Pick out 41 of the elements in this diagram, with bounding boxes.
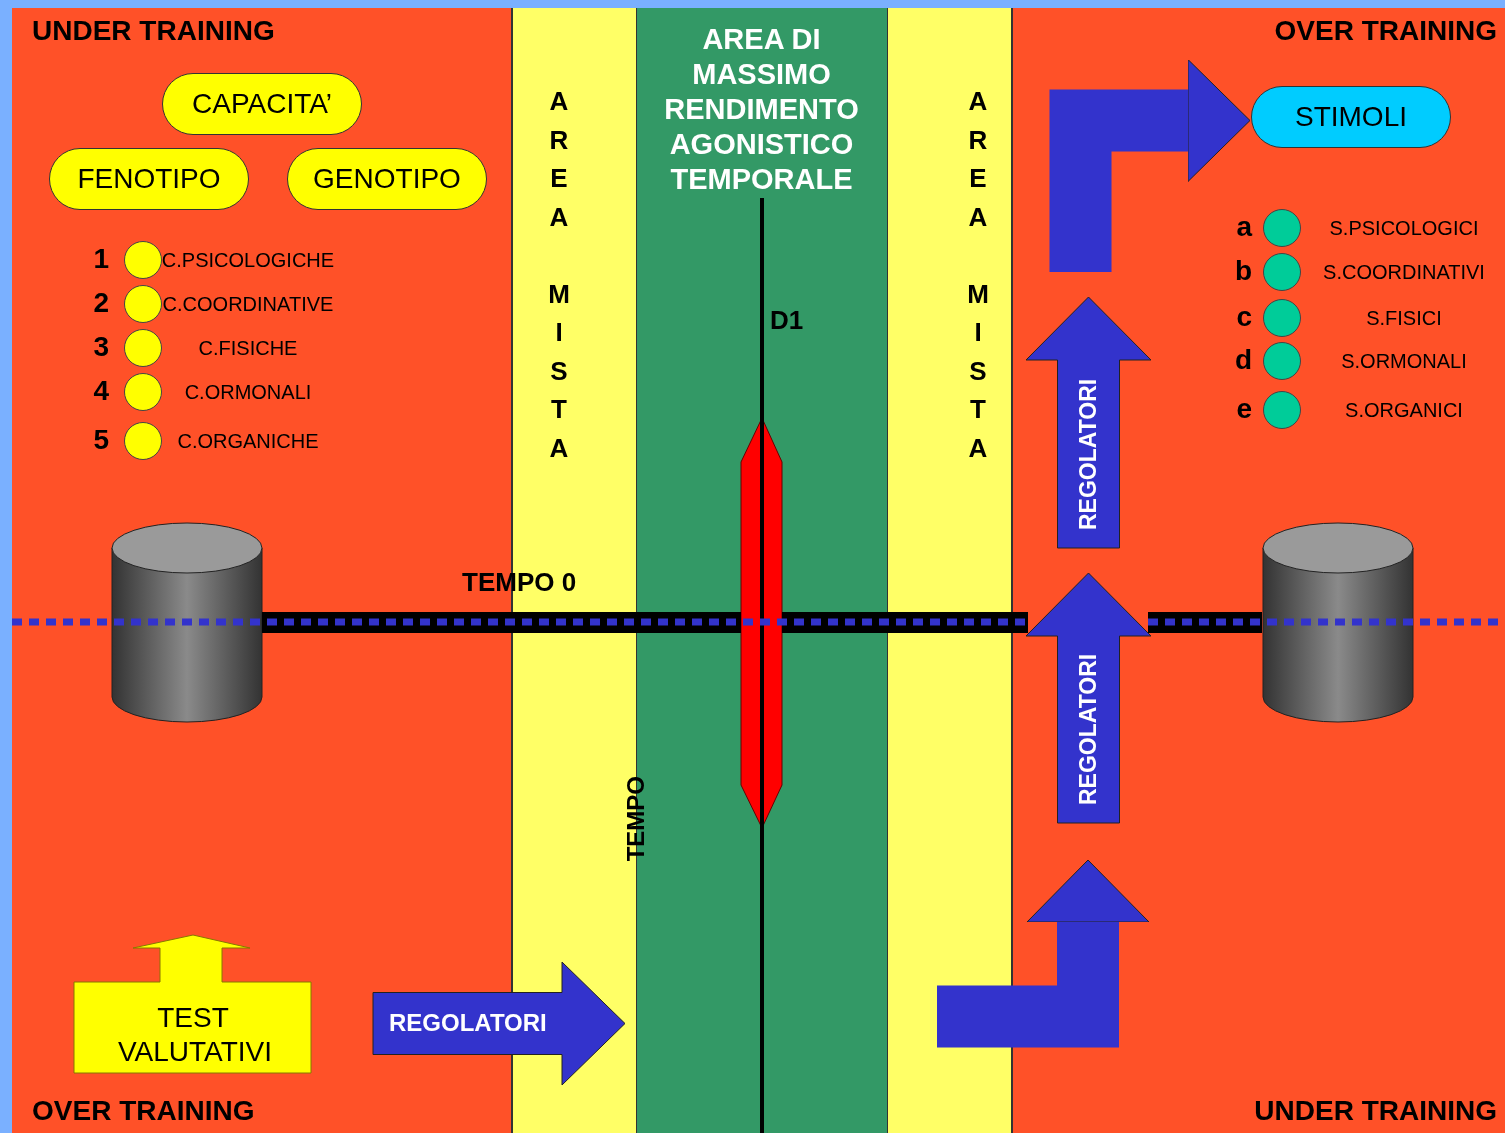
list-marker: 5 [93, 424, 109, 456]
vertical-zone-label: AREA MISTA [962, 86, 993, 471]
zone-title: AREA DI MASSIMO RENDIMENTO AGONISTICO TEMPORALE [663, 22, 860, 197]
list-marker: 2 [93, 287, 109, 319]
zone-heading: UNDER TRAINING [32, 15, 275, 47]
zone-band [887, 8, 1012, 1133]
diagram-label: D1 [770, 305, 804, 336]
list-item-label: S.ORMONALI [1340, 350, 1468, 373]
arrow-label: REGOLATORI [1075, 652, 1102, 808]
list-item-label: C.COORDINATIVE [161, 293, 335, 316]
list-marker: b [1234, 255, 1252, 287]
pill-label: FENOTIPO [76, 163, 222, 195]
block-arrow [937, 859, 1150, 1048]
list-item-label: C.PSICOLOGICHE [160, 249, 336, 272]
list-item-label: C.FISICHE [197, 337, 299, 360]
pill-label: CAPACITA’ [191, 88, 333, 120]
pill-label: GENOTIPO [312, 163, 462, 195]
list-marker: c [1236, 301, 1252, 333]
list-item-label: S.COORDINATIVI [1322, 261, 1486, 284]
list-item-label: S.PSICOLOGICI [1328, 217, 1480, 240]
list-marker: 1 [93, 243, 109, 275]
zone-heading: OVER TRAINING [32, 1095, 255, 1127]
pill-label: STIMOLI [1294, 101, 1408, 133]
zone-heading: OVER TRAINING [1274, 15, 1497, 47]
list-marker: 3 [93, 331, 109, 363]
callout-label: TEST VALUTATIVI [118, 1001, 268, 1069]
list-item-label: S.FISICI [1365, 307, 1443, 330]
zone-band [1012, 8, 1505, 1133]
list-marker: d [1234, 344, 1252, 376]
list-marker: 4 [93, 375, 109, 407]
list-marker: e [1236, 393, 1252, 425]
list-item-label: C.ORGANICHE [176, 430, 320, 453]
list-item-label: C.ORMONALI [183, 381, 313, 404]
zone-heading: UNDER TRAINING [1254, 1095, 1497, 1127]
arrow-label: REGOLATORI [1075, 377, 1102, 532]
vertical-zone-label: AREA MISTA [543, 86, 574, 471]
list-item-label: S.ORGANICI [1344, 399, 1464, 422]
list-marker: a [1236, 211, 1252, 243]
block-arrow [1049, 59, 1251, 272]
arrow-label: REGOLATORI [389, 1009, 547, 1037]
axis-label: TEMPO [622, 776, 650, 862]
